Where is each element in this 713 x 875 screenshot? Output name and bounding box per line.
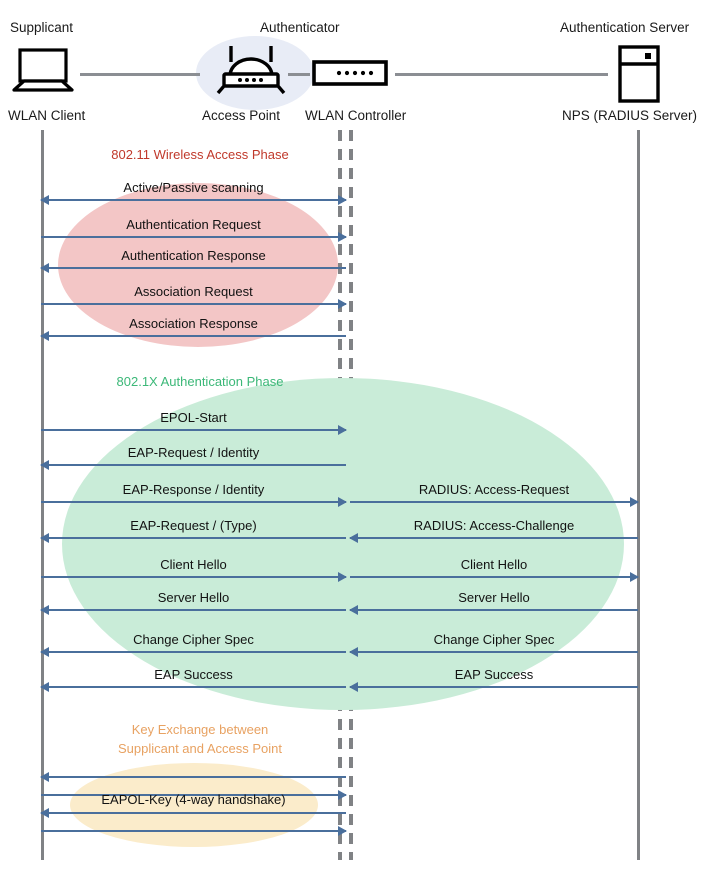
message-line (41, 464, 346, 466)
actor-role-authenticator: Authenticator (260, 20, 340, 35)
connector-client-to-ap (80, 73, 200, 76)
message-line (350, 686, 638, 688)
arrowhead-right-icon (338, 572, 347, 582)
message-line (350, 609, 638, 611)
message-line (41, 236, 346, 238)
message-line (41, 537, 346, 539)
arrowhead-left-icon (40, 263, 49, 273)
message-line (41, 830, 346, 832)
arrowhead-left-icon (349, 533, 358, 543)
message-label: EAP-Request / Identity (127, 445, 260, 460)
message-label: Active/Passive scanning (123, 180, 264, 195)
actor-name-wlan-controller: WLAN Controller (305, 108, 407, 123)
laptop-icon (10, 48, 78, 99)
arrowhead-right-icon (338, 826, 347, 836)
connector-controller-to-server (395, 73, 608, 76)
arrowhead-right-icon (338, 497, 347, 507)
arrowhead-left-icon (40, 460, 49, 470)
message-line (41, 812, 346, 814)
message-label: EAP-Response / Identity (122, 482, 265, 497)
arrowhead-left-icon (40, 533, 49, 543)
message-line (41, 651, 346, 653)
message-label: Authentication Response (121, 248, 266, 263)
message-label: Association Response (129, 316, 258, 331)
message-label: Server Hello (458, 590, 530, 605)
message-label: EAP-Request / (Type) (130, 518, 257, 533)
message-line (350, 501, 638, 503)
message-line (41, 794, 346, 796)
arrowhead-left-icon (349, 682, 358, 692)
message-line (41, 267, 346, 269)
message-line (350, 651, 638, 653)
message-line (41, 576, 346, 578)
server-tower-icon (617, 45, 661, 108)
arrowhead-right-icon (338, 425, 347, 435)
lifeline-supplicant (41, 130, 44, 860)
message-line (41, 501, 346, 503)
message-label: Client Hello (160, 557, 227, 572)
message-label: EAP Success (154, 667, 233, 682)
message-label: Authentication Request (126, 217, 261, 232)
arrowhead-right-icon (338, 299, 347, 309)
actor-role-supplicant: Supplicant (10, 20, 74, 35)
arrowhead-right-icon (338, 195, 347, 205)
message-line (41, 303, 346, 305)
phase-802-11-title: 802.11 Wireless Access Phase (111, 147, 289, 162)
phase-802-1x-title: 802.1X Authentication Phase (116, 374, 284, 389)
arrowhead-left-icon (40, 331, 49, 341)
message-label: Change Cipher Spec (133, 632, 254, 647)
message-label: Client Hello (460, 557, 528, 572)
arrowhead-left-icon (349, 605, 358, 615)
message-label: Server Hello (157, 590, 230, 605)
message-label: RADIUS: Access-Request (418, 482, 570, 497)
actor-name-access-point: Access Point (202, 108, 281, 123)
message-label: RADIUS: Access-Challenge (413, 518, 575, 533)
message-line (41, 686, 346, 688)
arrowhead-right-icon (338, 790, 347, 800)
actor-name-wlan-client: WLAN Client (8, 108, 86, 123)
message-label: EPOL-Start (160, 410, 227, 425)
arrowhead-right-icon (630, 497, 639, 507)
actor-name-nps-radius-server: NPS (RADIUS Server) (562, 108, 698, 123)
arrowhead-left-icon (40, 195, 49, 205)
arrowhead-left-icon (40, 808, 49, 818)
message-label: Change Cipher Spec (433, 632, 555, 647)
arrowhead-left-icon (40, 682, 49, 692)
arrowhead-right-icon (338, 232, 347, 242)
wireless-router-icon (214, 44, 288, 101)
message-label: EAP Success (454, 667, 534, 682)
network-switch-icon (312, 59, 388, 92)
arrowhead-left-icon (349, 647, 358, 657)
message-label: EAPOL-Key (4-way handshake) (101, 792, 286, 807)
arrowhead-left-icon (40, 772, 49, 782)
arrowhead-right-icon (630, 572, 639, 582)
phase-802-11-ellipse (58, 183, 338, 347)
connector-ap-to-controller (288, 73, 310, 76)
message-line (41, 199, 346, 201)
actor-role-authentication-server: Authentication Server (560, 20, 690, 35)
arrowhead-left-icon (40, 647, 49, 657)
message-line (350, 537, 638, 539)
message-label: Association Request (134, 284, 253, 299)
message-line (41, 335, 346, 337)
phase-key-exchange-title: Key Exchange between Supplicant and Acce… (117, 722, 283, 756)
message-line (41, 429, 346, 431)
lifeline-authentication-server (637, 130, 640, 860)
message-line (41, 776, 346, 778)
arrowhead-left-icon (40, 605, 49, 615)
message-line (41, 609, 346, 611)
message-line (350, 576, 638, 578)
